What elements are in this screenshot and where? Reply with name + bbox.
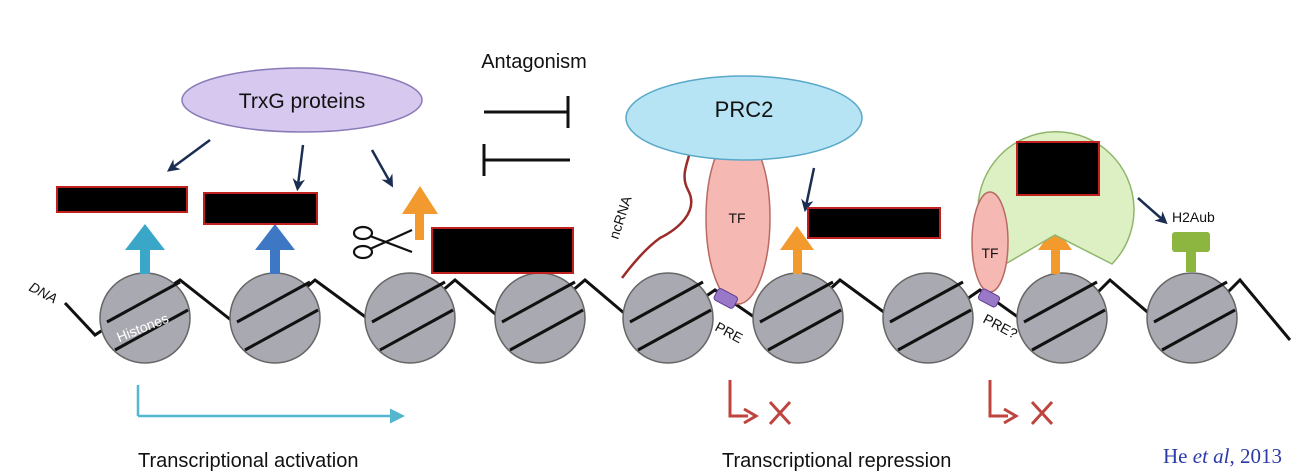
- prc2-ellipse: [625, 75, 863, 161]
- nucleosome-9: [1146, 272, 1238, 364]
- redacted-box-1: [56, 186, 188, 213]
- citation-author: He: [1163, 444, 1193, 468]
- teal-histone-mark: [125, 224, 165, 274]
- nucleosome-2: [229, 272, 321, 364]
- h2aub-arrow: [1137, 197, 1168, 225]
- ncrna-label: ncRNA: [606, 193, 635, 241]
- trxg-proteins-ellipse: [181, 67, 423, 133]
- activation-label: Transcriptional activation: [138, 450, 358, 472]
- trxg-arrow-2: [292, 144, 305, 192]
- h2aub-label: H2Aub: [1172, 209, 1215, 225]
- nucleosome-5: [622, 272, 714, 364]
- redacted-box-4: [807, 207, 941, 239]
- repression-arrow-1: [728, 380, 759, 425]
- nucleosome-row: Histones: [99, 272, 1238, 364]
- nucleosome-7: [882, 272, 974, 364]
- orange-histone-mark-3: [1038, 226, 1072, 274]
- antagonism-label: Antagonism: [481, 51, 587, 73]
- trxg-arrow-1: [166, 138, 211, 172]
- pre-element-1: [713, 288, 738, 309]
- nucleosome-3: [364, 272, 456, 364]
- repression-x-icon-1: [768, 400, 792, 426]
- citation-year: , 2013: [1230, 444, 1283, 468]
- nucleosome-8: [1016, 272, 1108, 364]
- redacted-box-5: [1016, 141, 1100, 196]
- antagonism-inhibit-left-icon: [482, 144, 570, 176]
- trxg-arrow-3: [370, 149, 394, 188]
- scissors-icon: [352, 225, 413, 260]
- orange-histone-mark-2: [780, 226, 814, 274]
- blue-histone-mark: [255, 224, 295, 274]
- ncrna-strand: [621, 127, 693, 279]
- repression-arrow-2: [988, 380, 1019, 425]
- tf-label-2: TF: [981, 245, 998, 261]
- antagonism-inhibit-right-icon: [484, 96, 570, 128]
- tf-ellipse-2: [971, 191, 1009, 293]
- nucleosome-6: [752, 272, 844, 364]
- citation: He et al, 2013: [1163, 444, 1282, 468]
- prc2-label: PRC2: [715, 97, 774, 122]
- redacted-box-2: [203, 192, 318, 225]
- repression-label: Transcriptional repression: [722, 450, 951, 472]
- trxg-proteins-label: TrxG proteins: [239, 90, 365, 113]
- activation-arrow: [136, 385, 405, 424]
- redacted-box-3: [431, 227, 574, 274]
- orange-histone-mark-1: [402, 186, 438, 240]
- nucleosome-4: [494, 272, 586, 364]
- nucleosome-1: Histones: [99, 272, 191, 364]
- tf-label-1: TF: [728, 210, 745, 226]
- dna-label: DNA: [27, 279, 61, 307]
- prc2-arrow: [801, 167, 816, 213]
- citation-etal: et al: [1193, 444, 1230, 468]
- repression-x-icon-2: [1030, 400, 1054, 426]
- pre-label-1: PRE: [713, 319, 746, 347]
- pre-element-2: [977, 288, 1001, 308]
- h2aub-mark: [1172, 232, 1210, 272]
